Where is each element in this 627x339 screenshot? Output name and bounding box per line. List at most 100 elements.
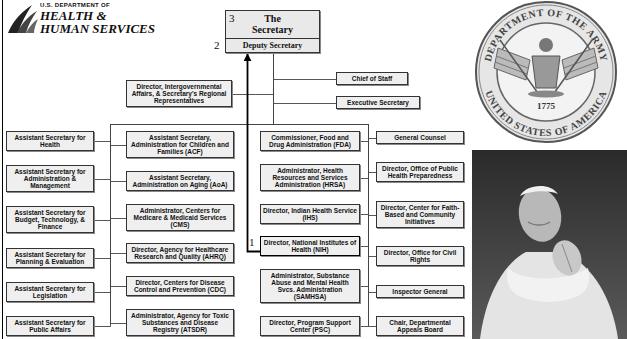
box-text: Assistant Secretary for Legislation: [9, 285, 91, 299]
callout-number: 3: [229, 13, 235, 24]
agency-box: Assistant Secretary, Administration for …: [126, 131, 234, 158]
agency-box: Director, Office for Civil Rights: [376, 246, 464, 266]
box-text: Director, Program Support Center (PSC): [263, 319, 357, 333]
office-box: Executive Secretary: [336, 96, 420, 109]
box-text: Director, Centers for Disease Control an…: [129, 279, 231, 293]
portrait-photo: [472, 150, 627, 339]
highlight-arrow: [248, 53, 261, 251]
agency-box: Assistant Secretary for Administration &…: [6, 165, 94, 192]
box-text: Commissioner, Food and Drug Administrati…: [263, 134, 357, 148]
agency-box: Administrator, Substance Abuse and Menta…: [260, 269, 360, 303]
face: [514, 184, 566, 246]
box-text: Director, Center for Faith-Based and Com…: [379, 204, 461, 225]
hands: [548, 236, 587, 279]
agency-box: Director, National Institutes of Health …: [260, 236, 360, 256]
box-text: Assistant Secretary, Administration for …: [129, 134, 231, 155]
robe: [480, 252, 618, 339]
agency-box: Administrator, Centers for Medicare & Me…: [126, 204, 234, 231]
cape: [507, 268, 589, 302]
agency-box: Inspector General: [376, 285, 464, 298]
box-text: Assistant Secretary for Public Affairs: [9, 319, 91, 333]
box-text: Administrator, Agency for Toxic Substanc…: [129, 312, 231, 333]
org-line: [274, 53, 337, 103]
org-line: [232, 53, 274, 94]
org-line: [111, 53, 274, 218]
box-text: Director, Office for Civil Rights: [379, 249, 461, 263]
agency-box: Commissioner, Food and Drug Administrati…: [260, 131, 360, 151]
box-text: Director, Indian Health Service (IHS): [263, 207, 357, 221]
agency-box: Director, Center for Faith-Based and Com…: [376, 201, 464, 228]
agency-box: Director, Agency for Healthcare Research…: [126, 243, 234, 263]
agency-box: Administrator, Health Resources and Serv…: [260, 164, 360, 191]
hand-line: [562, 244, 572, 272]
agency-box: Assistant Secretary, Administration on A…: [126, 171, 234, 191]
box-text: Assistant Secretary for Planning & Evalu…: [9, 251, 91, 265]
agency-box: General Counsel: [376, 131, 464, 144]
deputy-box: Deputy Secretary: [225, 38, 320, 53]
box-text: Director, Office of Public Health Prepar…: [379, 165, 461, 179]
box-text: Director, National Institutes of Health …: [263, 239, 357, 253]
seal-text-line: UNITED STATES OF AMERICA: [483, 89, 608, 138]
org-line: [94, 53, 274, 179]
callout-number: 1: [249, 237, 255, 248]
box-text: Director, Intergovernmental Affairs, & S…: [129, 83, 229, 104]
mouth: [528, 222, 550, 225]
agency-box: Director, Indian Health Service (IHS): [260, 204, 360, 224]
org-line: [94, 53, 274, 292]
org-line: [274, 53, 337, 79]
box-text: Chief of Staff: [339, 75, 405, 82]
seal-text-line: DEPARTMENT OF THE ARMY: [482, 7, 610, 63]
agency-box: Assistant Secretary for Health: [6, 131, 94, 151]
office-box: Director, Intergovernmental Affairs, & S…: [126, 80, 232, 107]
box-text: Administrator, Substance Abuse and Menta…: [263, 272, 357, 300]
photo-background: [472, 150, 627, 339]
agency-box: Director, Centers for Disease Control an…: [126, 276, 234, 296]
box-text: Assistant Secretary, Administration on A…: [129, 174, 231, 188]
agency-box: Chair, Departmental Appeals Board: [376, 316, 464, 336]
emblem-swoosh: [26, 19, 38, 33]
box-text: Assistant Secretary for Health: [9, 134, 91, 148]
box-text: Executive Secretary: [339, 99, 417, 106]
seal-text: DEPARTMENT OF THE ARMY: [482, 7, 610, 63]
logo-text: U.S. DEPARTMENT OF: [40, 2, 110, 9]
agency-box: Assistant Secretary for Legislation: [6, 282, 94, 302]
org-line: [111, 53, 274, 253]
army-seal: DEPARTMENT OF THE ARMY UNITED STATES OF A…: [476, 2, 616, 142]
emblem-swoosh: [17, 11, 37, 33]
org-line: [111, 53, 274, 181]
seal-year: 1775: [537, 101, 555, 111]
org-line: [94, 53, 274, 141]
seal-text: UNITED STATES OF AMERICA: [483, 89, 608, 138]
callout-number: 2: [214, 40, 220, 51]
logo-text: HUMAN SERVICES: [40, 22, 155, 35]
skullcap: [520, 186, 558, 196]
agency-box: Assistant Secretary for Planning & Evalu…: [6, 248, 94, 268]
agency-box: Assistant Secretary for Budget, Technolo…: [6, 206, 94, 233]
seal-cannon: [528, 91, 564, 98]
agency-box: Administrator, Agency for Toxic Substanc…: [126, 309, 234, 336]
office-box: Chief of Staff: [336, 72, 408, 85]
secretary-box: The Secretary: [225, 10, 320, 39]
org-line: [94, 53, 274, 326]
org-line: [111, 53, 274, 286]
box-text: Inspector General: [379, 288, 461, 295]
org-line: [94, 53, 274, 258]
seal-ring: [479, 5, 613, 139]
box-text: Assistant Secretary for Budget, Technolo…: [9, 209, 91, 230]
box-text: Director, Agency for Healthcare Research…: [129, 246, 231, 260]
box-text: The Secretary: [245, 13, 301, 35]
seal-breastplate: [532, 56, 560, 88]
agency-box: Assistant Secretary for Public Affairs: [6, 316, 94, 336]
seal-rim: [476, 2, 616, 142]
org-line: [94, 53, 274, 220]
frame-line: [2, 0, 3, 339]
box-text: Chair, Departmental Appeals Board: [379, 319, 461, 333]
box-text: Deputy Secretary: [228, 41, 317, 50]
seal-cap: [539, 38, 553, 52]
org-line: [111, 53, 274, 323]
agency-box: Director, Office of Public Health Prepar…: [376, 162, 464, 182]
hhs-emblem: [8, 5, 38, 33]
logo-text: HEALTH &: [40, 9, 107, 22]
box-text: Administrator, Health Resources and Serv…: [263, 167, 357, 188]
